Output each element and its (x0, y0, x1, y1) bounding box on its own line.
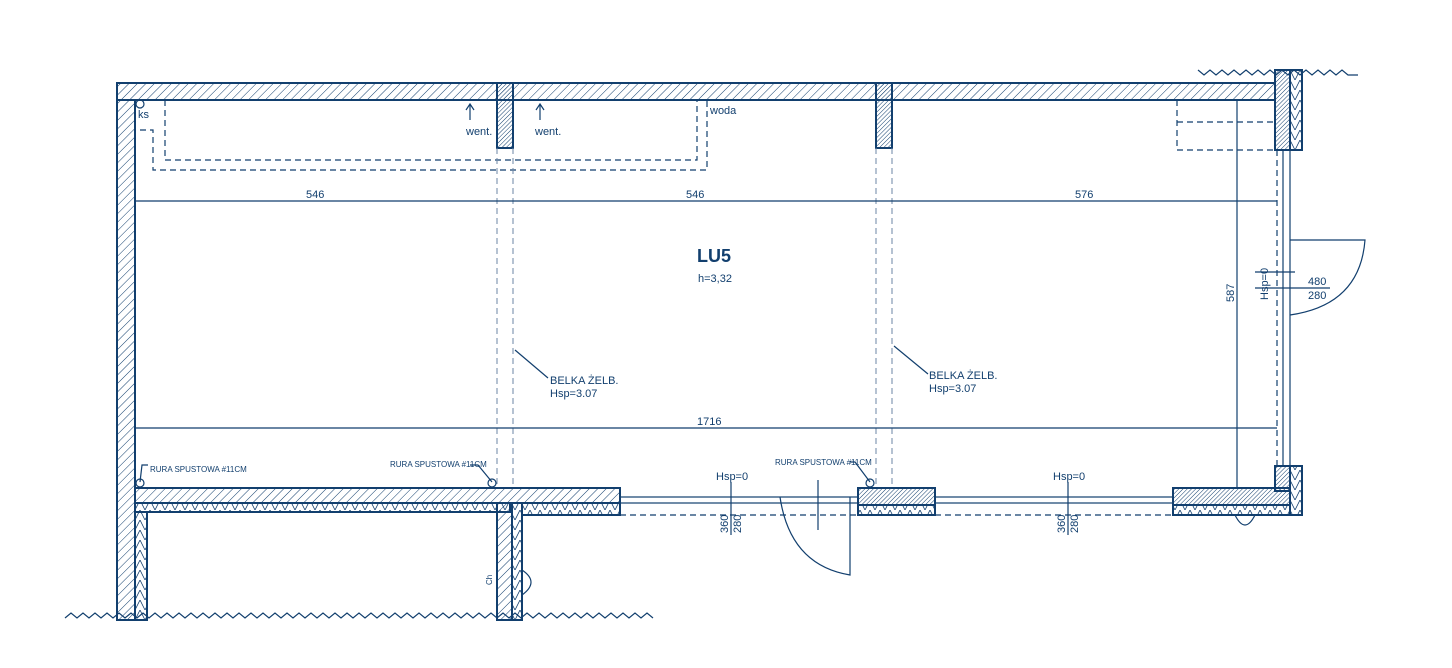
pillar (875, 82, 893, 149)
window-hsp: Hsp=0 (1053, 471, 1085, 483)
side-label: Ch (485, 575, 494, 585)
downpipe-label: RURA SPUSTOWA #11CM (775, 458, 872, 467)
pillar (496, 82, 514, 149)
window-hsp: Hsp=0 (716, 471, 748, 483)
downpipe-label: RURA SPUSTOWA #11CM (390, 460, 487, 469)
dim-span2: 546 (686, 189, 704, 201)
label-went: went. (465, 126, 492, 138)
beam-label: BELKA ŻELB. (550, 374, 618, 387)
windows (619, 149, 1291, 516)
downpipe-label: RURA SPUSTOWA #11CM (150, 465, 247, 474)
window-upper: 360 (719, 515, 731, 533)
beam-hsp: Hsp=3.07 (929, 383, 976, 395)
dim-total: 1716 (697, 416, 721, 428)
doors (521, 239, 1366, 596)
window-hsp: Hsp=0 (1259, 268, 1271, 300)
room-height: h=3,32 (698, 273, 732, 285)
dim-span1: 546 (306, 189, 324, 201)
room-name: LU5 (697, 246, 731, 266)
window-upper: 480 (1308, 276, 1326, 288)
window-lower: 280 (732, 515, 744, 533)
beam-label: BELKA ŻELB. (929, 369, 997, 382)
window-lower: 280 (1069, 515, 1081, 533)
window-lower: 280 (1308, 290, 1326, 302)
label-ks: ks (138, 109, 150, 121)
ground-line (1197, 69, 1358, 76)
window-upper: 360 (1056, 515, 1068, 533)
ground-line (64, 612, 654, 619)
label-woda: woda (709, 105, 737, 117)
walls (116, 69, 1303, 621)
beam-hsp: Hsp=3.07 (550, 388, 597, 400)
label-went: went. (534, 126, 561, 138)
dim-depth: 587 (1225, 284, 1237, 302)
dimension-lines (135, 99, 1330, 535)
dim-span3: 576 (1075, 189, 1093, 201)
